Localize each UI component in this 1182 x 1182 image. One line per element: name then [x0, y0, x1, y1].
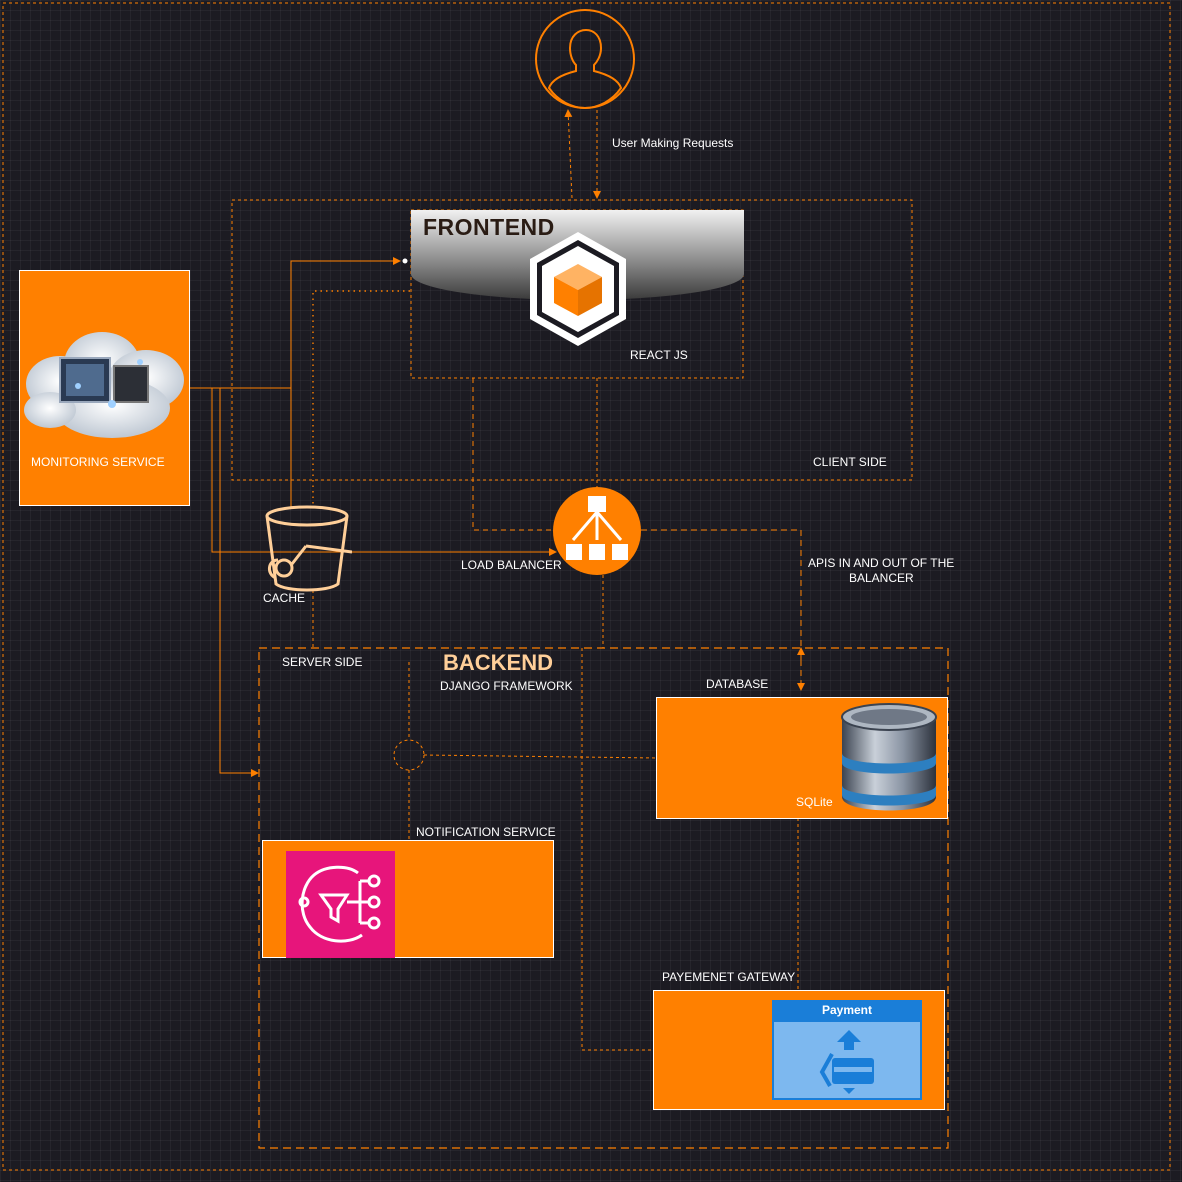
payment-gateway-label: PAYEMENET GATEWAY: [662, 970, 796, 984]
database-icon: [838, 701, 940, 815]
load-balancer-label: LOAD BALANCER: [461, 558, 562, 572]
apis-label-line2: BALANCER: [849, 571, 914, 585]
frontend-to-cache-dotted: [312, 290, 410, 505]
monitoring-to-lb-edge: [211, 388, 557, 556]
frontend-boundary: [410, 209, 744, 379]
payment-card-title: Payment: [821, 1003, 873, 1017]
client-side-label: CLIENT SIDE: [813, 455, 887, 469]
payment-card-header: [774, 1002, 920, 1022]
user-up-arrow: [564, 109, 573, 199]
payment-card[interactable]: Payment: [772, 1000, 922, 1100]
database-label: DATABASE: [706, 677, 769, 691]
notification-label: NOTIFICATION SERVICE: [416, 825, 556, 839]
user-label: User Making Requests: [612, 136, 734, 150]
monitoring-to-frontend-edge: [189, 257, 401, 389]
frontend-tech-label: REACT JS: [630, 348, 688, 362]
apis-label-line1: APIS IN AND OUT OF THE: [808, 556, 955, 570]
cache-node[interactable]: [262, 504, 353, 592]
user-icon: [535, 9, 635, 110]
notification-filter-icon: [298, 865, 381, 943]
load-balancer-icon: [553, 487, 641, 575]
react-cube-icon: [530, 232, 626, 346]
backend-hub: [393, 739, 425, 771]
server-side-label: SERVER SIDE: [282, 655, 363, 669]
monitoring-label: MONITORING SERVICE: [31, 455, 165, 469]
frontend-to-lb-left: [472, 378, 555, 531]
outer-boundary: [2, 2, 1171, 1171]
lb-to-database-edge: [641, 529, 805, 691]
monitoring-to-backend-edge: [219, 388, 259, 777]
database-engine-label: SQLite: [796, 795, 833, 809]
bucket-icon: [265, 505, 353, 592]
payment-card-icon: [819, 1030, 874, 1094]
user-node[interactable]: [534, 8, 636, 110]
backend-framework-label: DJANGO FRAMEWORK: [440, 679, 573, 693]
cache-label: CACHE: [263, 591, 306, 605]
backend-title: BACKEND: [443, 650, 553, 675]
load-balancer-node[interactable]: [552, 486, 642, 576]
notification-tile: [286, 851, 395, 958]
frontend-title: FRONTEND: [423, 214, 555, 240]
react-node[interactable]: [526, 228, 630, 350]
monitoring-cloud-icon: [20, 322, 190, 446]
